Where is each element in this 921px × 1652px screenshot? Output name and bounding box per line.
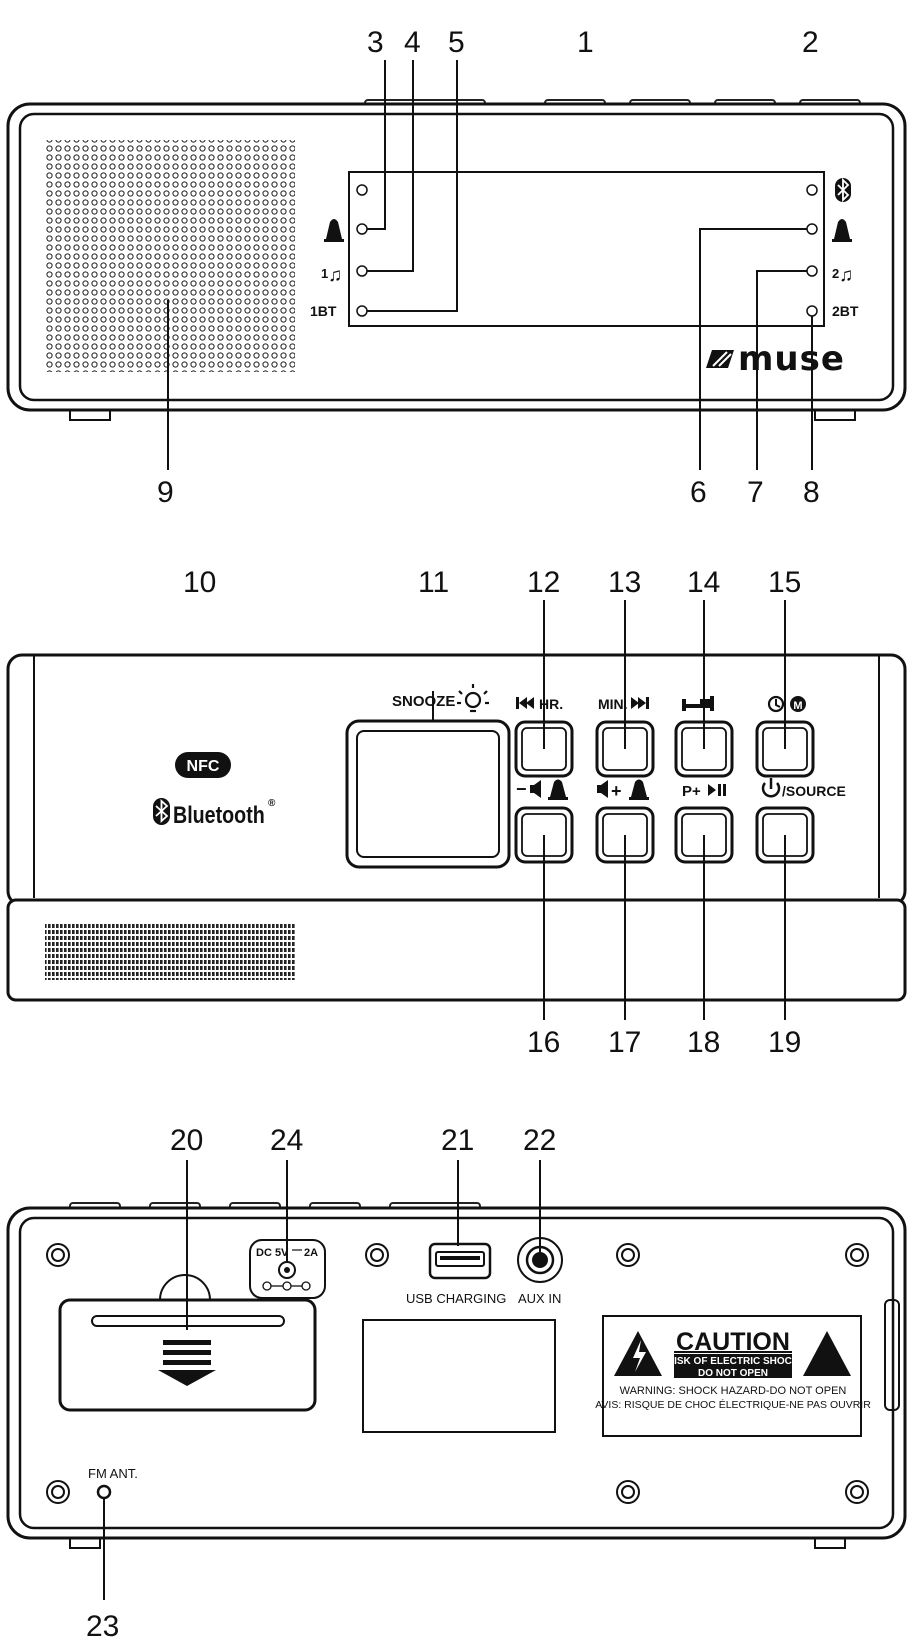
lcd-display [348,171,825,327]
svg-text:®: ® [268,798,276,809]
play-pause-icon [708,784,726,796]
nfc-badge: NFC [175,752,231,778]
rear-speaker-grille [45,923,295,980]
alarm1-music-label: 1 [321,266,328,281]
usb-charging-label: USB CHARGING [406,1291,506,1306]
volume-down-icon [530,780,541,798]
music-note-icon: ♫ [328,265,342,286]
callout-5: 5 [448,26,465,59]
callout-3: 3 [367,26,384,59]
snooze-label: SNOOZE [392,693,455,710]
product-label-area [362,1319,556,1433]
callout-6: 6 [690,476,707,509]
callout-13: 13 [608,566,641,599]
caution-subtitle-1: RISK OF ELECTRIC SHOCK [667,1356,800,1367]
exclamation-warning-icon [803,1331,851,1376]
dc-power-jack[interactable]: DC 5V 2A [249,1239,326,1299]
volume-up-icon [597,780,608,798]
polarity-icon [262,1281,311,1291]
callout-21: 21 [441,1124,474,1157]
slide-down-arrow-icon [158,1340,216,1386]
back-view: DC 5V 2A USB CHARGING AUX I [6,1124,907,1643]
front-view: 1 ♫ 1BT 2 ♫ 2BT muse [6,26,907,509]
bluetooth-icon [835,177,851,203]
next-track-icon [631,697,649,709]
callout-23: 23 [86,1610,119,1643]
music-note-icon: ♫ [839,265,853,286]
battery-compartment[interactable] [58,1274,317,1412]
callout-14: 14 [687,566,720,599]
light-bulb-icon [457,684,489,713]
bluetooth-logo: Bluetooth ® [153,798,276,828]
power-icon [761,778,781,798]
callout-10: 10 [183,566,216,599]
callout-9: 9 [157,476,174,509]
callout-2: 2 [802,26,819,59]
hr-label: HR. [539,696,563,712]
two-bt-label: 2BT [832,303,859,319]
callout-8: 8 [803,476,820,509]
clock-icon [767,695,785,713]
preset-plus-label: P+ [682,783,701,800]
lightning-warning-icon [614,1331,662,1376]
callout-12: 12 [527,566,560,599]
fm-antenna-port[interactable] [96,1484,112,1500]
one-bt-label: 1BT [310,303,337,319]
alarm-bell-1-icon [629,779,649,800]
avis-text: AVIS: RISQUE DE CHOC ÉLECTRIQUE-NE PAS O… [595,1398,871,1411]
callout-17: 17 [608,1026,641,1059]
warning-text: WARNING: SHOCK HAZARD-DO NOT OPEN [620,1385,847,1397]
callout-7: 7 [747,476,764,509]
snooze-button[interactable] [345,719,511,869]
alarm2-music-label: 2 [832,266,839,281]
usb-charging-port[interactable] [428,1242,492,1280]
volume-plus-label: + [611,781,622,801]
callout-22: 22 [523,1124,556,1157]
alarm-bell-2-icon [548,779,568,800]
source-label: /SOURCE [782,783,846,799]
callout-4: 4 [404,26,421,59]
brand-text: muse [738,339,845,379]
callout-18: 18 [687,1026,720,1059]
muse-logo: muse [706,339,845,379]
bluetooth-wordmark: Bluetooth [173,801,265,828]
prev-track-icon [516,697,534,709]
memory-m-icon: M [790,696,806,712]
callout-16: 16 [527,1026,560,1059]
svg-text:NFC: NFC [187,758,220,775]
callout-15: 15 [768,566,801,599]
callout-1: 1 [577,26,594,59]
dc-current-label: 2A [304,1247,318,1259]
dc-label: DC 5V [256,1247,289,1259]
min-label: MIN. [598,696,628,712]
alarm-bell-2-icon [832,219,852,242]
top-view: NFC Bluetooth ® SNOOZE [6,566,907,1059]
front-speaker-grille [45,140,295,372]
fm-antenna-label: FM ANT. [88,1466,138,1481]
caution-subtitle-2: DO NOT OPEN [698,1368,768,1379]
aux-in-label: AUX IN [518,1291,561,1306]
caution-label: CAUTION RISK OF ELECTRIC SHOCK DO NOT OP… [595,1315,871,1437]
callout-24: 24 [270,1124,303,1157]
callout-11: 11 [418,566,449,599]
callout-19: 19 [768,1026,801,1059]
callout-20: 20 [170,1124,203,1157]
volume-minus-label: − [516,779,527,799]
svg-text:M: M [793,700,802,712]
screw-icon [46,1243,869,1504]
alarm-bell-1-icon [324,219,344,242]
